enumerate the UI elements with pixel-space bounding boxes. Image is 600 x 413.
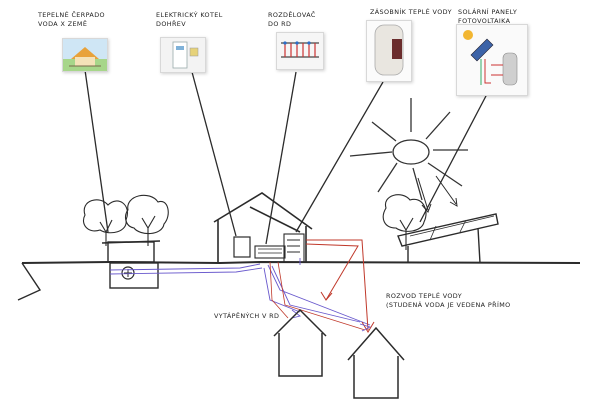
label-solar-panels-line-1: Solární panely xyxy=(458,8,518,16)
ground-slope-left xyxy=(17,262,42,301)
hot-pipes xyxy=(269,239,375,333)
heated-house-2 xyxy=(347,326,405,399)
heated-house-1 xyxy=(273,308,327,377)
label-solar-panels: Solární panely fotovoltaika xyxy=(458,8,517,26)
arrow-house-2 xyxy=(359,323,372,332)
label-heat-pump-line-2: voda x země xyxy=(38,20,88,28)
label-heated-houses: Vytápěných v RD xyxy=(214,312,279,321)
ground-line xyxy=(21,260,581,265)
leader-lines xyxy=(84,69,488,245)
label-heat-pump-line-1: Tepelné čerpado xyxy=(38,11,105,19)
hot-water-tank-photo xyxy=(366,20,412,82)
label-hot-water-distribution: Rozvod teplé vody (studená voda je veden… xyxy=(386,292,511,310)
label-distributor-line-2: do RD xyxy=(268,20,292,28)
trees-left xyxy=(82,194,169,246)
electric-boiler-photo xyxy=(160,37,206,73)
label-solar-panels-line-2: fotovoltaika xyxy=(458,17,511,25)
label-heat-pump: Tepelné čerpado voda x země xyxy=(38,11,105,29)
label-heated-houses-line-1: Vytápěných v RD xyxy=(214,312,280,320)
heat-pump-photo xyxy=(62,38,108,72)
label-hot-water-distribution-line-2: (studená voda je vedena přímo xyxy=(386,301,511,309)
sun xyxy=(349,98,468,201)
label-hot-water-tank-line-1: Zásobník teplé vody xyxy=(370,8,452,16)
label-hot-water-tank: Zásobník teplé vody xyxy=(370,8,452,17)
cold-pipes xyxy=(109,258,371,326)
solar-shed xyxy=(397,213,499,264)
distributor-photo xyxy=(276,32,324,70)
pump-house xyxy=(101,240,161,289)
label-hot-water-distribution-line-1: Rozvod teplé vody xyxy=(386,292,463,300)
label-electric-boiler-line-1: Elektrický kotel xyxy=(156,11,223,19)
main-house xyxy=(213,192,313,263)
sun-ray-arrow-2 xyxy=(435,175,458,207)
label-electric-boiler-line-2: dohřev xyxy=(156,20,187,28)
solar-panels-photo xyxy=(456,24,528,96)
arrow-house-1 xyxy=(291,309,302,319)
label-electric-boiler: Elektrický kotel dohřev xyxy=(156,11,223,29)
label-distributor-line-1: Rozdělovač xyxy=(268,11,316,19)
label-distributor: Rozdělovač do RD xyxy=(268,11,316,29)
tree-right xyxy=(382,194,427,250)
sun-ray-arrow-1 xyxy=(417,177,432,213)
